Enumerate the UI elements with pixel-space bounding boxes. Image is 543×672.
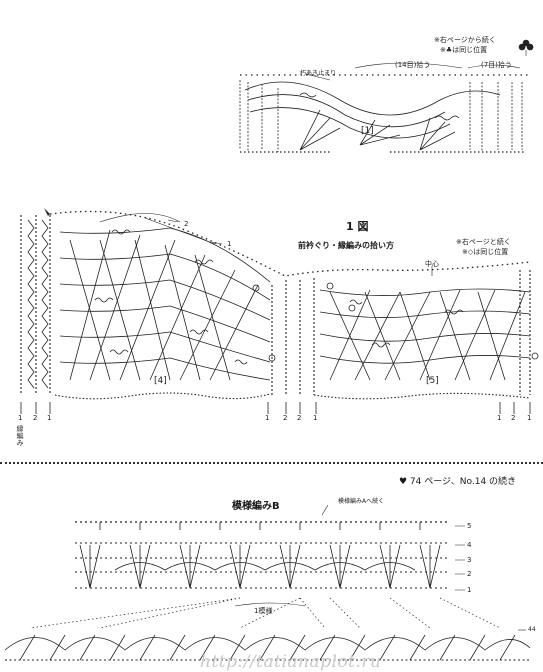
figure-title: 1 図 bbox=[346, 220, 369, 233]
bottom-number: 1 bbox=[47, 414, 52, 422]
row-label-3: 3 bbox=[467, 556, 472, 564]
figure-subtitle: 前衿ぐり・縁編みの拾い方 bbox=[298, 241, 394, 250]
bottom-number: 1 bbox=[313, 414, 318, 422]
row-label-1: 1 bbox=[467, 586, 472, 594]
bottom-number: 2 bbox=[297, 414, 302, 422]
row-label-2: 2 bbox=[467, 570, 472, 578]
middle-chart bbox=[20, 210, 539, 414]
bottom-number: 2 bbox=[33, 414, 38, 422]
panel-1-label: [1] bbox=[361, 126, 374, 136]
top-note-continued: ※右ページから続く bbox=[434, 36, 496, 44]
row-label-4: 4 bbox=[467, 541, 472, 549]
club-icon bbox=[518, 39, 534, 56]
mid-note-same-position: ※◇は同じ位置 bbox=[462, 248, 509, 256]
mid-note-continued: ※右ページと続く bbox=[456, 238, 511, 246]
side-count-label: 44 bbox=[528, 626, 536, 633]
top-chart bbox=[239, 62, 528, 153]
bottom-number: 1 bbox=[497, 414, 502, 422]
pickup-7-label: (7目)拾う bbox=[481, 61, 512, 69]
center-label: 中心 bbox=[425, 260, 439, 268]
pickup-14-label: (14目)拾う bbox=[395, 61, 431, 69]
bottom-number: 1 bbox=[265, 414, 270, 422]
panel-4-label: [4] bbox=[154, 376, 167, 386]
panel-5-label: [5] bbox=[426, 376, 439, 386]
bottom-number: 1 bbox=[527, 414, 532, 422]
continue-note: 模様編みAへ続く bbox=[338, 498, 385, 505]
bottom-number: 2 bbox=[283, 414, 288, 422]
page-reference: ♥ 74 ページ、No.14 の続き bbox=[399, 477, 517, 487]
edge-label: 縁編み bbox=[16, 425, 24, 446]
pattern-b-title: 模様編みB bbox=[232, 501, 280, 512]
row-marker-2: 2 bbox=[184, 220, 189, 228]
section-divider bbox=[0, 462, 543, 464]
bottom-number: 1 bbox=[18, 414, 23, 422]
top-note-same-position: ※♣は同じ位置 bbox=[440, 46, 488, 54]
watermark: http://tatianaplot.ru bbox=[200, 652, 382, 672]
bottom-chart bbox=[4, 504, 531, 661]
bottom-number: 2 bbox=[511, 414, 516, 422]
stitch-start-label: 朽あき止まり bbox=[300, 70, 337, 77]
row-label-5: 5 bbox=[467, 522, 472, 530]
repeat-label: 1模様 bbox=[254, 607, 273, 615]
row-marker-1: 1 bbox=[227, 240, 232, 248]
